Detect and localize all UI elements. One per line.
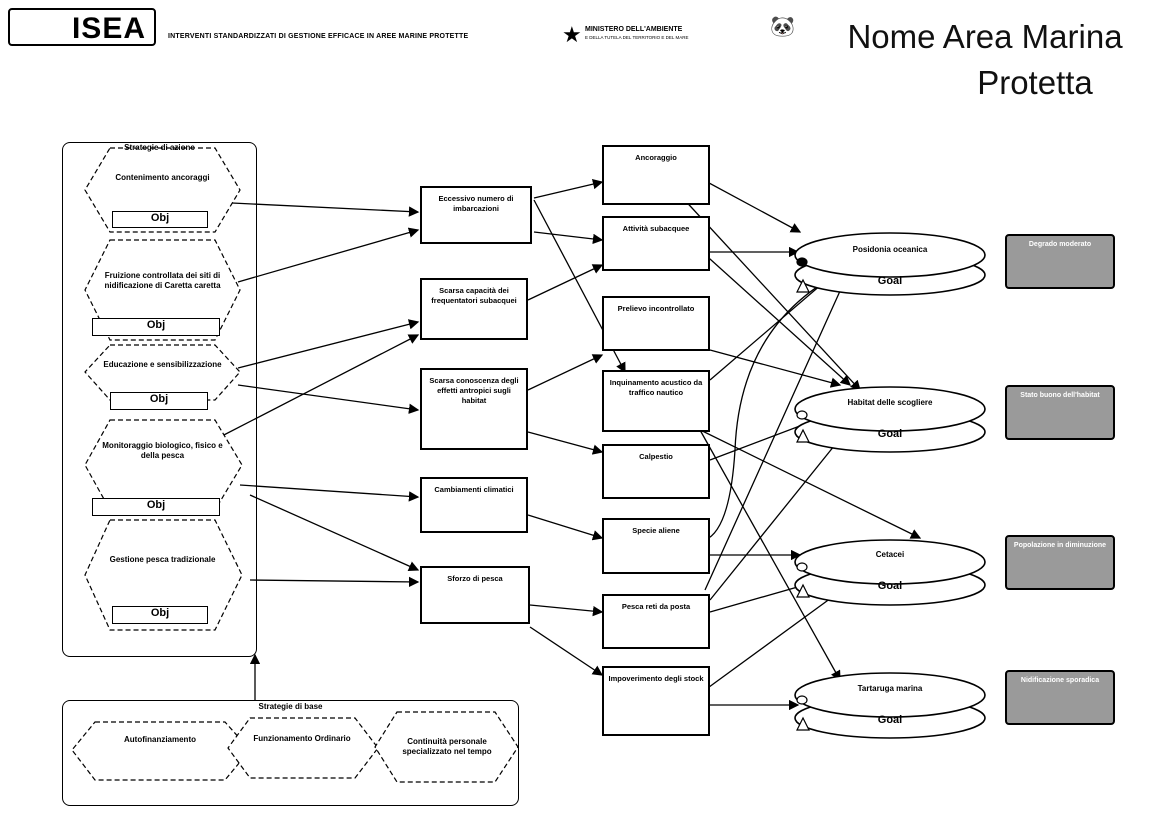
target-ellipses: [794, 232, 986, 739]
direct-threat-box[interactable]: Prelievo incontrollato: [602, 296, 710, 351]
goal-label[interactable]: Goal: [877, 580, 903, 592]
indirect-threat-box[interactable]: Cambiamenti climatici: [420, 477, 528, 533]
logo-text: ISEA: [71, 12, 146, 45]
title-line1: Nome Area Marina: [847, 18, 1123, 55]
goal-label[interactable]: Goal: [877, 428, 903, 440]
direct-threat-box[interactable]: Calpestio: [602, 444, 710, 499]
direct-threat-box[interactable]: Pesca reti da posta: [602, 594, 710, 649]
project-name: INTERVENTI STANDARDIZZATI DI GESTIONE EF…: [168, 33, 469, 40]
target-label[interactable]: Posidonia oceanica: [852, 245, 928, 254]
strategy-item[interactable]: Contenimento ancoraggi: [115, 173, 210, 182]
status-label: Degrado moderato: [1028, 241, 1092, 248]
status-box[interactable]: Stato buono dell'habitat: [1005, 385, 1115, 440]
action-strategies-group: [62, 142, 257, 657]
strategy-item[interactable]: Monitoraggio biologico, fisico e della p…: [102, 440, 223, 460]
status-box[interactable]: Popolazione in diminuzione: [1005, 535, 1115, 590]
base-strategies-group: [62, 700, 519, 806]
ministry-line1: MINISTERO DELL'AMBIENTE: [585, 26, 683, 33]
status-label: Stato buono dell'habitat: [1020, 392, 1100, 399]
status-label: Popolazione in diminuzione: [1013, 542, 1107, 549]
connector-lines: [217, 169, 922, 711]
indirect-threat-box[interactable]: Sforzo di pesca: [420, 566, 530, 624]
direct-threat-box[interactable]: Specie aliene: [602, 518, 710, 574]
action-strategies-label: Strategie di azione: [124, 143, 195, 152]
strategy-item[interactable]: Educazione e sensibilizzazione: [103, 360, 222, 369]
goal-markers: [796, 257, 810, 731]
isea-logo: ISEA: [8, 8, 156, 46]
direct-threat-box[interactable]: Inquinamento acustico da traffico nautic…: [602, 370, 710, 432]
status-label: Nidificazione sporadica: [1020, 677, 1100, 684]
base-strategy-item[interactable]: Autofinanziamento: [124, 735, 196, 744]
strategy-item[interactable]: Gestione pesca tradizionale: [109, 555, 216, 564]
target-label[interactable]: Habitat delle scogliere: [847, 398, 933, 407]
objective-box[interactable]: Obj: [92, 318, 220, 336]
direct-threat-box[interactable]: Impoverimento degli stock: [602, 666, 710, 736]
strategy-item[interactable]: Fruizione controllata dei siti di nidifi…: [104, 271, 221, 290]
page-title: Nome Area Marina Protetta: [810, 14, 1160, 106]
ministry-name: MINISTERO DELL'AMBIENTE E DELLA TUTELA D…: [585, 26, 688, 42]
indirect-threat-box[interactable]: Eccessivo numero di imbarcazioni: [420, 186, 532, 244]
objective-box[interactable]: Obj: [92, 498, 220, 516]
star-icon: ★: [562, 22, 582, 47]
ministry-line2: E DELLA TUTELA DEL TERRITORIO E DEL MARE: [585, 35, 689, 40]
target-label[interactable]: Tartaruga marina: [857, 684, 923, 693]
target-label[interactable]: Cetacei: [875, 550, 905, 559]
goal-label[interactable]: Goal: [877, 275, 903, 287]
base-strategy-item[interactable]: Continuità personale specializzato nel t…: [402, 737, 492, 756]
status-box[interactable]: Nidificazione sporadica: [1005, 670, 1115, 725]
direct-threat-box[interactable]: Attività subacquee: [602, 216, 710, 271]
goal-label[interactable]: Goal: [877, 714, 903, 726]
status-box[interactable]: Degrado moderato: [1005, 234, 1115, 289]
indirect-threat-box[interactable]: Scarsa capacità dei frequentatori subacq…: [420, 278, 528, 340]
indirect-threat-box[interactable]: Scarsa conoscenza degli effetti antropic…: [420, 368, 528, 450]
title-line2: Protetta: [977, 64, 1093, 101]
base-strategy-item[interactable]: Funzionamento Ordinario: [253, 734, 351, 743]
base-strategies-label: Strategie di base: [258, 702, 323, 711]
objective-box[interactable]: Obj: [112, 606, 208, 624]
direct-threat-box[interactable]: Ancoraggio: [602, 145, 710, 205]
panda-logo-icon: 🐼: [770, 16, 795, 38]
strategy-hexagons: [71, 147, 519, 783]
objective-box[interactable]: Obj: [112, 211, 208, 228]
objective-box[interactable]: Obj: [110, 392, 208, 410]
